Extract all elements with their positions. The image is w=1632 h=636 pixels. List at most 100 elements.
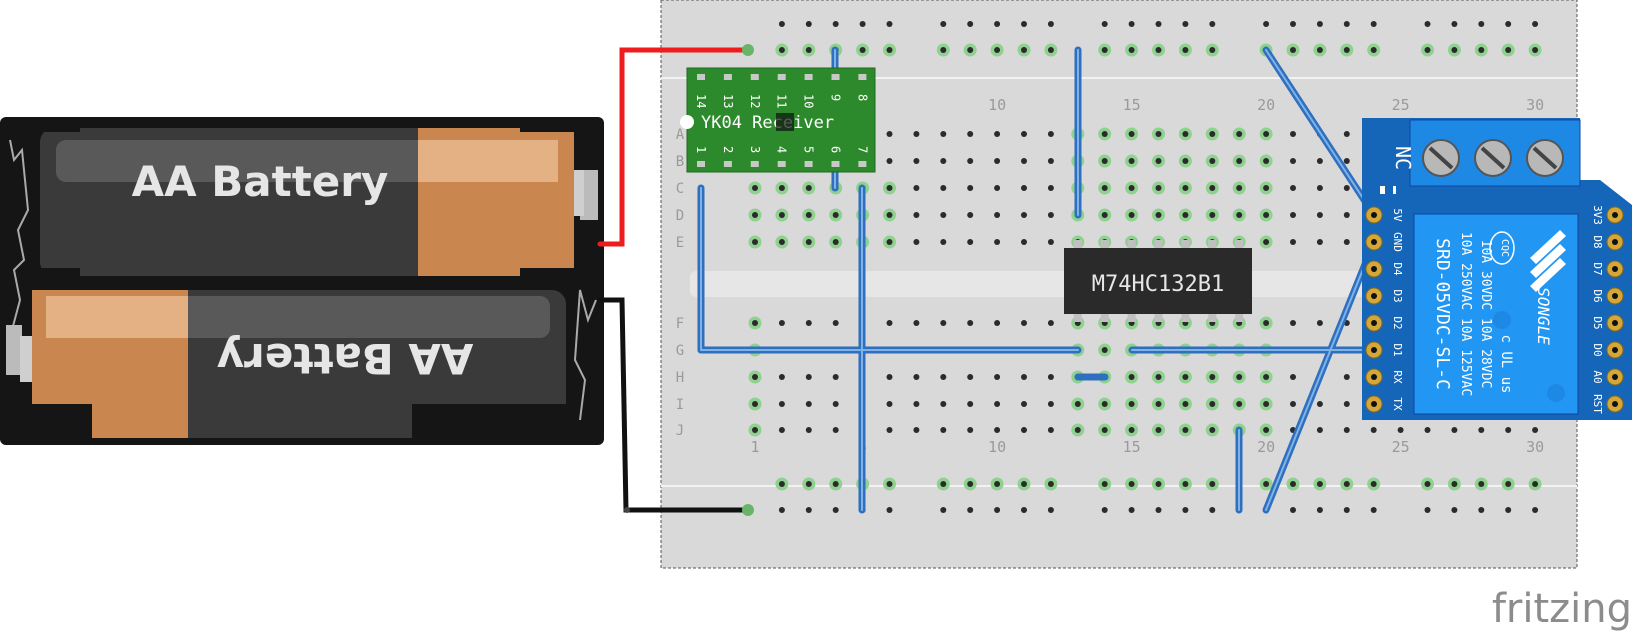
breadboard-hole [832,427,839,433]
chip-leg [1154,240,1163,250]
rail-hole [1101,481,1108,487]
breadboard-hole [832,374,839,380]
rail-hole [1263,21,1270,27]
rail-hole [1047,481,1054,487]
rail-hole [1155,47,1162,53]
breadboard-hole [1316,427,1323,433]
chip-leg [1181,312,1190,322]
breadboard-hole [1021,212,1027,218]
breadboard-hole [1182,374,1189,380]
chip-leg [1208,312,1217,322]
rail-hole [1047,21,1054,27]
relay-pin-label: RX [1391,370,1404,384]
breadboard-hole [1128,131,1135,137]
chip-leg [1073,240,1082,250]
breadboard-hole [1021,427,1027,433]
receiver-pin-label: 3 [748,146,762,153]
row-label-h: H [676,370,684,386]
breadboard-hole [778,239,785,245]
column-number-25: 25 [1392,96,1410,114]
breadboard-hole [805,427,812,433]
breadboard-hole [778,374,785,380]
rail-hole [778,47,785,53]
breadboard-hole [1343,401,1350,407]
receiver-pin-bottom [804,161,813,167]
breadboard-hole [1021,320,1027,326]
breadboard-hole [1290,239,1296,245]
receiver-pin-label: 10 [802,94,816,108]
breadboard-hole [1236,401,1243,407]
relay-pin-label: 3V3 [1591,205,1604,225]
breadboard-hole [913,185,920,191]
chip-leg [1127,240,1136,250]
rail-hole [1505,507,1512,513]
breadboard-hole [1290,374,1296,380]
breadboard-hole [1263,131,1270,137]
rail-hole [1370,481,1377,487]
songle-logo [1530,230,1566,292]
rail-hole [1128,507,1135,513]
rail-hole [1182,481,1189,487]
receiver-pin-bottom [750,161,759,167]
breadboard-hole [1209,185,1216,191]
breadboard-hole [778,212,785,218]
receiver-pin-bottom [723,161,732,167]
rail-hole [1128,47,1135,53]
breadboard-hole [1343,239,1350,245]
breadboard-hole [940,158,947,164]
receiver-pin-label: 13 [721,94,735,108]
receiver-pin-top [723,74,732,80]
receiver-pin-label: 4 [775,146,789,153]
rail-hole [1478,47,1485,53]
receiver-pin-label: 12 [748,94,762,108]
breadboard-hole [886,131,893,137]
column-number-30: 30 [1526,438,1544,456]
breadboard-hole [940,374,947,380]
rail-hole [1128,481,1135,487]
rail-hole [1021,21,1027,27]
breadboard-hole [1290,320,1296,326]
chip-leg [1073,312,1082,322]
breadboard-hole [1047,239,1054,245]
rail-hole [1290,21,1296,27]
breadboard-hole [1021,374,1027,380]
rail-hole [1316,47,1323,53]
rail-hole [1209,481,1216,487]
row-label-g: G [676,343,684,359]
black-wire [597,297,751,513]
breadboard-hole [886,320,893,326]
rail-hole [805,481,812,487]
relay-pin-label: D0 [1591,343,1604,356]
breadboard-hole [994,212,1001,218]
breadboard-hole [1209,374,1216,380]
wires [597,44,1378,516]
breadboard-hole [1128,185,1135,191]
breadboard-hole [1155,158,1162,164]
breadboard-hole [940,239,947,245]
breadboard-hole [805,401,812,407]
breadboard-hole [967,374,974,380]
column-number-10: 10 [988,96,1006,114]
relay-cqc: CQC [1499,239,1510,257]
breadboard-hole [1182,185,1189,191]
column-number-30: 30 [1526,96,1544,114]
breadboard-hole [994,374,1001,380]
breadboard-hole [1478,427,1485,433]
breadboard-hole [1047,320,1054,326]
relay-pin-label: D2 [1391,316,1404,329]
breadboard-hole [1209,131,1216,137]
relay-pin-label: TX [1391,397,1404,411]
rail-hole [1424,481,1431,487]
rail-hole [1128,21,1135,27]
breadboard-hole [1101,158,1108,164]
chip-leg [1235,312,1244,322]
column-number-15: 15 [1123,96,1141,114]
breadboard-hole [994,401,1001,407]
breadboard-hole [1021,131,1027,137]
breadboard-hole [1370,427,1377,433]
breadboard-hole [1021,239,1027,245]
breadboard-hole [940,185,947,191]
breadboard-hole [1101,131,1108,137]
relay-pin-label: D8 [1591,235,1604,248]
